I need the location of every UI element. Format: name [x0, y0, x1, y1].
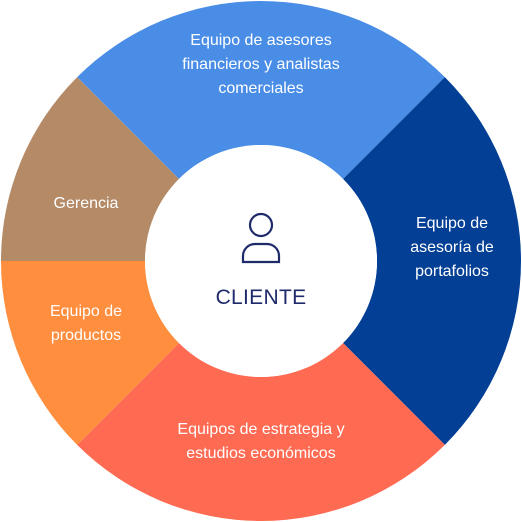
- center-label: CLIENTE: [216, 286, 307, 309]
- segment-label-line: productos: [51, 327, 121, 344]
- segment-portafolios: [343, 77, 521, 445]
- segment-estrategia: [77, 343, 445, 522]
- segment-label-line: Equipos de estrategia y: [177, 421, 344, 438]
- segment-label-estrategia: Equipos de estrategia y estudios económic…: [177, 421, 344, 462]
- segment-label-line: Equipo de: [416, 215, 488, 232]
- segment-label-line: financieros y analistas: [182, 56, 339, 73]
- segment-label-line: comerciales: [218, 80, 303, 97]
- person-icon: [241, 212, 281, 264]
- segment-label-productos: Equipo de productos: [50, 303, 122, 344]
- segment-label-asesores: Equipo de asesores financieros y analista…: [182, 32, 339, 97]
- segment-asesores: [77, 1, 445, 179]
- segment-label-line: Equipo de asesores: [190, 32, 331, 49]
- segment-label-line: Gerencia: [54, 195, 119, 212]
- segment-gerencia: [1, 77, 179, 261]
- segment-productos: [1, 261, 179, 445]
- segment-label-gerencia: Gerencia: [54, 195, 119, 212]
- segment-label-line: estudios económicos: [186, 445, 335, 462]
- segment-label-line: Equipo de: [50, 303, 122, 320]
- segment-label-portafolios: Equipo de asesoría de portafolios: [410, 215, 494, 280]
- segment-label-line: asesoría de: [410, 239, 494, 256]
- segment-label-line: portafolios: [415, 263, 489, 280]
